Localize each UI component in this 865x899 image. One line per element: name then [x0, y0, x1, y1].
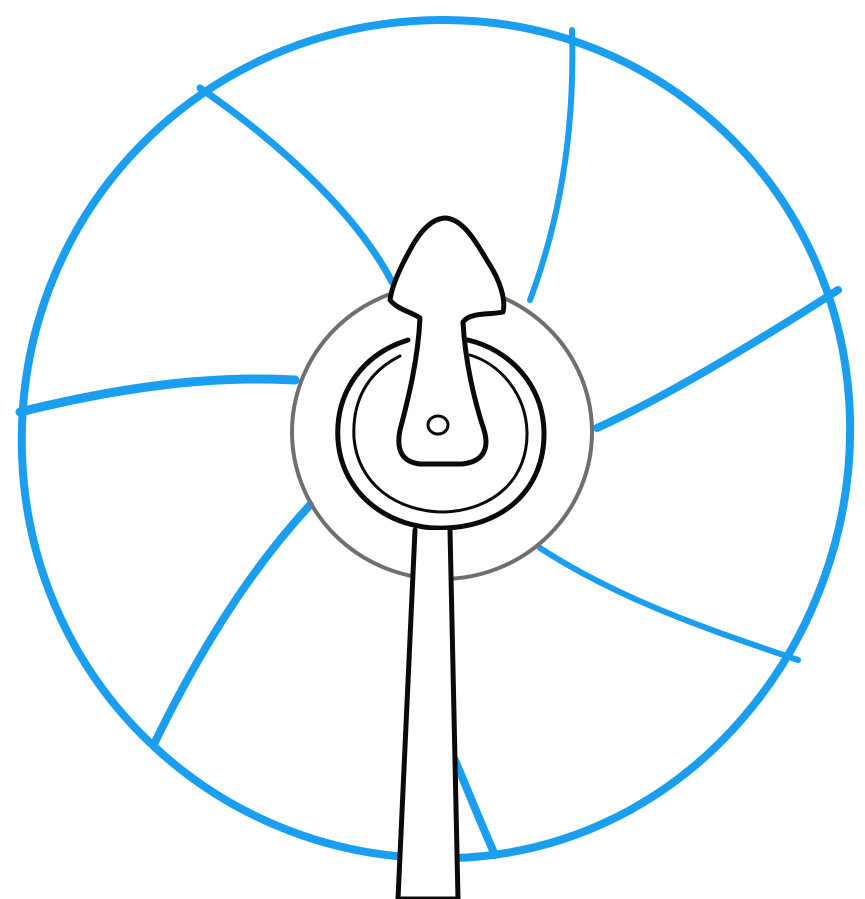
spoke — [530, 30, 572, 300]
spoke — [155, 505, 310, 742]
pivot-hole — [428, 416, 448, 434]
spoke — [597, 290, 838, 428]
spoke — [20, 379, 295, 412]
spoke — [200, 88, 392, 282]
spoke — [540, 548, 798, 660]
handle-stick — [398, 530, 458, 899]
